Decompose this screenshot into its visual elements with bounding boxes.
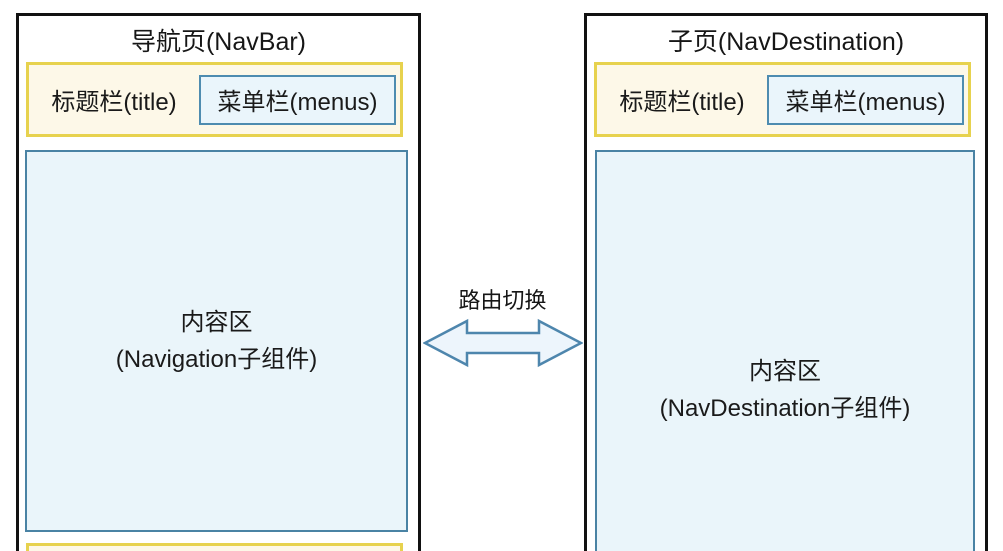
navbar-bottom-box [26,543,403,551]
navbar-panel-title: 导航页(NavBar) [130,28,306,56]
navdestination-content-line1: 内容区 [749,358,821,385]
navdestination-content-box: 内容区 (NavDestination子组件) [595,150,975,551]
navbar-title-label: 标题栏(title) [51,89,177,116]
navdestination-content-line2: (NavDestination子组件) [659,395,911,422]
navbar-panel: 导航页(NavBar) 标题栏(title) 菜单栏(menus) 内容区 (N… [16,13,421,551]
navdestination-panel: 子页(NavDestination) 标题栏(title) 菜单栏(menus)… [584,13,988,551]
navbar-content-line2: (Navigation子组件) [115,346,318,373]
route-switch-label: 路由切换 [458,288,547,313]
navdestination-menus-box: 菜单栏(menus) [767,74,964,125]
route-switch-connector: 路由切换 [421,288,584,372]
navbar-header-box: 标题栏(title) 菜单栏(menus) [26,62,403,137]
navdestination-title-label: 标题栏(title) [619,89,745,116]
navbar-content-box: 内容区 (Navigation子组件) [25,150,408,532]
double-arrow-icon [422,318,583,368]
navdestination-header-box: 标题栏(title) 菜单栏(menus) [594,62,971,137]
navdestination-panel-title: 子页(NavDestination) [667,28,905,56]
navbar-content-line1: 内容区 [180,309,253,336]
navbar-menus-box: 菜单栏(menus) [199,74,396,125]
